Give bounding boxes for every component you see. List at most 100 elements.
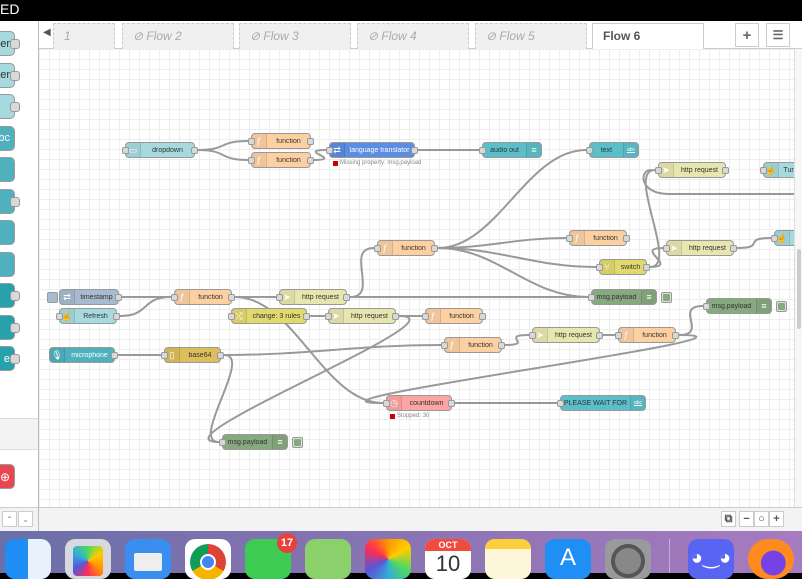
dock-app-notes[interactable] xyxy=(485,539,531,579)
wire[interactable] xyxy=(437,247,589,298)
dock-app-system-settings[interactable] xyxy=(605,539,651,579)
palette-node[interactable]: er xyxy=(0,31,20,56)
input-port[interactable] xyxy=(122,147,129,154)
input-port[interactable] xyxy=(596,264,603,271)
tab-flow-4[interactable]: ⊘ Flow 4 xyxy=(357,23,469,49)
input-port[interactable] xyxy=(228,313,235,320)
tab-flow-1[interactable]: 1 xyxy=(53,23,115,49)
flow-node-httpreq_a[interactable]: ➤http request xyxy=(276,289,350,305)
wire[interactable] xyxy=(642,169,794,195)
flow-list-button[interactable]: ☰ xyxy=(766,23,790,47)
wire[interactable] xyxy=(364,334,698,404)
input-port[interactable] xyxy=(171,294,178,301)
wire[interactable] xyxy=(119,296,172,317)
flow-node-countdown[interactable]: ◷countdown xyxy=(383,395,455,411)
zoom-reset-button[interactable]: ○ xyxy=(754,511,769,527)
input-port[interactable] xyxy=(479,147,486,154)
input-port[interactable] xyxy=(383,400,390,407)
flow-node-microphone[interactable]: 🎙microphone xyxy=(49,347,118,363)
input-port[interactable] xyxy=(529,332,536,339)
wire[interactable] xyxy=(437,237,567,249)
flow-node-msgpayload3[interactable]: msg.payload≡ xyxy=(219,434,303,450)
wire[interactable] xyxy=(210,354,233,443)
palette-node[interactable] xyxy=(0,283,20,308)
debug-toggle-button[interactable] xyxy=(292,437,303,448)
dock-app-finder[interactable] xyxy=(5,539,51,579)
input-port[interactable] xyxy=(441,342,448,349)
scrollbar-thumb[interactable] xyxy=(797,249,801,329)
wire[interactable] xyxy=(437,247,597,268)
tab-flow-5[interactable]: ⊘ Flow 5 xyxy=(475,23,587,49)
input-port[interactable] xyxy=(588,294,595,301)
input-port[interactable] xyxy=(586,147,593,154)
output-port[interactable] xyxy=(448,400,455,407)
wire[interactable] xyxy=(649,247,664,268)
palette-node[interactable]: ter xyxy=(0,62,20,88)
zoom-out-button[interactable]: − xyxy=(739,511,754,527)
palette-node[interactable] xyxy=(0,220,15,245)
input-port[interactable] xyxy=(276,294,283,301)
input-port[interactable] xyxy=(161,352,168,359)
palette-node[interactable] xyxy=(0,251,15,277)
input-port[interactable] xyxy=(248,157,255,164)
output-port[interactable] xyxy=(303,313,310,320)
dock-app-app-store[interactable]: A xyxy=(545,539,591,579)
wire[interactable] xyxy=(223,344,442,356)
palette-node[interactable] xyxy=(0,157,15,182)
tab-scroll-left-button[interactable]: ◀ xyxy=(43,27,51,38)
input-port[interactable] xyxy=(760,167,767,174)
flow-node-change[interactable]: ⤮change: 3 rules xyxy=(228,308,310,324)
palette-node[interactable]: e xyxy=(0,346,20,371)
input-port[interactable] xyxy=(56,313,63,320)
flow-node-refresh[interactable]: ☝Refresh xyxy=(56,308,120,324)
input-port[interactable] xyxy=(325,313,332,320)
navigator-button[interactable]: ⧉ xyxy=(721,511,736,527)
flow-node-switch[interactable]: ⑂switch xyxy=(596,259,650,275)
flow-node-msgpayload1[interactable]: msg.payload≡ xyxy=(588,289,672,305)
output-port[interactable] xyxy=(411,147,418,154)
output-port[interactable] xyxy=(730,245,737,252)
flow-node-base64[interactable]: ▯base64 xyxy=(161,347,224,363)
tab-flow-6[interactable]: Flow 6 xyxy=(592,23,704,50)
flow-node-audioout[interactable]: audio out≡ xyxy=(479,142,542,158)
input-port[interactable] xyxy=(703,303,710,310)
output-port[interactable] xyxy=(392,313,399,320)
dock-app-discord[interactable]: ◕‿◕ xyxy=(688,539,734,579)
flow-node-t_right[interactable]: ☝T xyxy=(771,230,794,246)
output-port[interactable] xyxy=(479,313,486,320)
dock-app-mail[interactable] xyxy=(125,539,171,579)
dock-app-firefox[interactable] xyxy=(748,539,794,579)
debug-toggle-button[interactable] xyxy=(776,301,787,312)
output-port[interactable] xyxy=(498,342,505,349)
input-port[interactable] xyxy=(557,400,564,407)
flow-node-httpreq_c[interactable]: ➤http request xyxy=(529,327,603,343)
output-port[interactable] xyxy=(722,167,729,174)
input-port[interactable] xyxy=(422,313,429,320)
output-port[interactable] xyxy=(217,352,224,359)
output-port[interactable] xyxy=(596,332,603,339)
palette-node[interactable] xyxy=(0,188,20,214)
output-port[interactable] xyxy=(672,332,679,339)
input-port[interactable] xyxy=(248,138,255,145)
tab-flow-3[interactable]: ⊘ Flow 3 xyxy=(239,23,351,49)
wire[interactable] xyxy=(197,149,249,161)
wire[interactable] xyxy=(644,169,661,268)
input-port[interactable] xyxy=(655,167,662,174)
inject-button[interactable] xyxy=(47,292,58,303)
input-port[interactable] xyxy=(326,147,333,154)
wire[interactable] xyxy=(504,334,530,346)
flow-node-httpreq_top[interactable]: ➤http request xyxy=(655,162,729,178)
output-port[interactable] xyxy=(307,138,314,145)
debug-toggle-button[interactable] xyxy=(661,292,672,303)
tab-flow-2[interactable]: ⊘ Flow 2 xyxy=(122,23,234,49)
collapse-all-button[interactable]: ⌃ xyxy=(2,511,17,527)
flow-node-dropdown[interactable]: ▭dropdown xyxy=(122,142,198,158)
zoom-in-button[interactable]: + xyxy=(769,511,784,527)
wire[interactable] xyxy=(234,296,384,404)
